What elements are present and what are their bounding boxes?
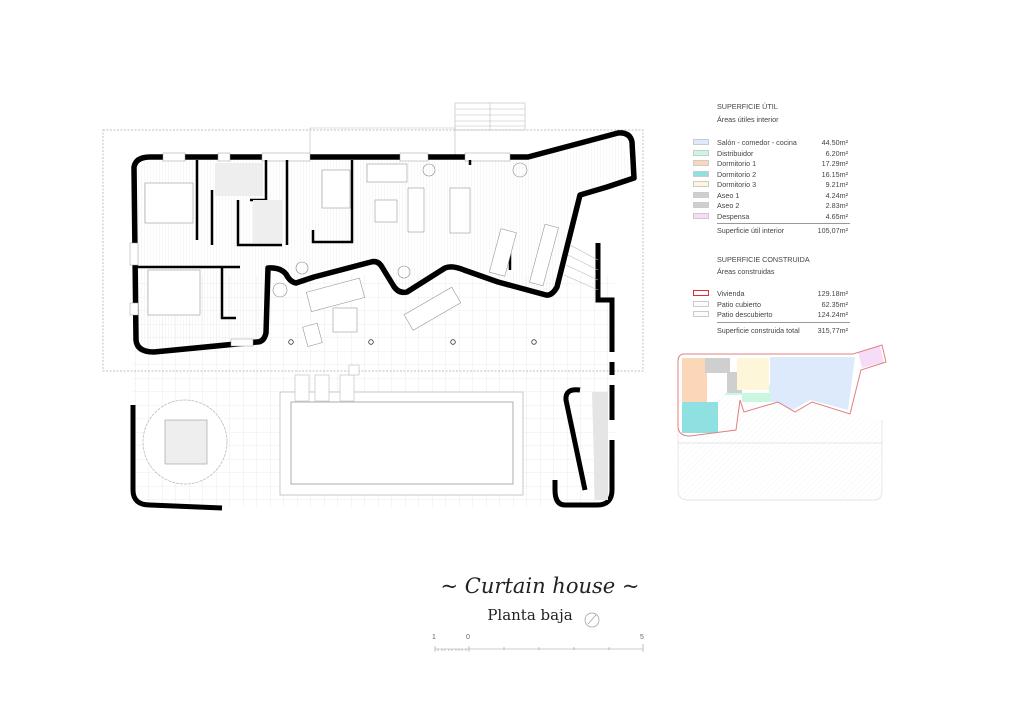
legend-label: Distribuidor <box>717 148 754 158</box>
entrance-steps <box>309 102 526 157</box>
legend-row: Salón - comedor - cocina 44.50m² <box>690 138 850 147</box>
legend-label: Aseo 2 <box>717 201 740 210</box>
east-wall <box>595 243 615 375</box>
useful-area-heading: SUPERFICIE ÚTIL <box>717 102 778 111</box>
legend-value: 44.50m² <box>821 138 848 147</box>
outbuilding-walls <box>552 385 615 508</box>
north-arrow-icon <box>584 612 600 628</box>
legend-label: Patio cubierto <box>717 299 761 309</box>
legend-value: 62.35m² <box>821 299 848 309</box>
legend-value: 6.20m² <box>825 148 848 158</box>
outbuilding-service <box>592 392 608 500</box>
legend-label: Salón - comedor - cocina <box>717 138 797 147</box>
bathroom-1-floor <box>215 163 263 196</box>
built-area-heading: SUPERFICIE CONSTRUIDA <box>717 255 810 264</box>
legend-row: Patio cubierto 62.35m² <box>690 300 850 309</box>
useful-area-subheading: Áreas útiles interior <box>717 115 779 124</box>
legend-value: 9.21m² <box>825 180 848 189</box>
key-plan <box>677 344 887 501</box>
legend-row: Distribuidor 6.20m² <box>690 149 850 158</box>
legend-label: Aseo 1 <box>717 190 740 200</box>
legend-row: Despensa 4.65m² <box>690 212 850 221</box>
legend-value: 4.24m² <box>825 190 848 200</box>
windows <box>129 152 511 347</box>
legend-label: Despensa <box>717 211 750 221</box>
legend-divider <box>717 223 850 224</box>
legend-row: Patio descubierto 124.24m² <box>690 310 850 319</box>
legend-row: Dormitorio 2 16.15m² <box>690 170 850 179</box>
legend-value: 4.65m² <box>825 211 848 221</box>
legend-row: Vivienda 129.18m² <box>690 289 850 298</box>
legend-label: Dormitorio 3 <box>717 180 757 189</box>
scale-label-1: 1 <box>432 634 436 641</box>
legend-label: Patio descubierto <box>717 310 773 319</box>
legend-row: Dormitorio 3 9.21m² <box>690 180 850 189</box>
house-walls <box>131 130 637 355</box>
legend-row: Dormitorio 1 17.29m² <box>690 159 850 168</box>
legend-value: 124.24m² <box>817 310 848 319</box>
pool <box>290 401 514 485</box>
total-value: 105,07m² <box>817 226 848 235</box>
columns <box>288 339 537 345</box>
bathroom-2-floor <box>253 200 283 243</box>
total-value: 315,77m² <box>817 326 848 335</box>
built-area-subheading: Áreas construidas <box>717 267 775 276</box>
roof-outline <box>102 129 644 372</box>
drawing-title: ~ Curtain house ~ <box>440 574 640 598</box>
side-steps <box>563 244 599 291</box>
legend-row: Aseo 1 4.24m² <box>690 191 850 200</box>
total-label: Superficie útil interior <box>717 226 785 235</box>
legend-value: 17.29m² <box>821 159 848 168</box>
furniture <box>144 163 559 347</box>
legend-label: Dormitorio 1 <box>717 159 757 168</box>
legend-label: Dormitorio 2 <box>717 169 757 179</box>
legend-total-row: Superficie construida total 315,77m² <box>690 326 850 335</box>
sun-loungers <box>294 364 360 402</box>
scale-bar <box>434 644 644 652</box>
legend-row: Aseo 2 2.83m² <box>690 201 850 210</box>
drawing-subtitle: Planta baja <box>487 606 573 624</box>
plants <box>272 162 528 298</box>
total-label: Superficie construida total <box>717 326 800 335</box>
legend-value: 2.83m² <box>825 201 848 210</box>
courtyard-wall <box>130 405 223 511</box>
legend-label: Vivienda <box>717 289 745 298</box>
legend-value: 16.15m² <box>821 169 848 179</box>
legend-value: 129.18m² <box>817 289 848 298</box>
legend-total-row: Superficie útil interior 105,07m² <box>690 226 850 235</box>
legend-divider <box>717 322 850 323</box>
scale-label-5: 5 <box>640 634 644 641</box>
scale-label-0: 0 <box>466 634 470 641</box>
tree <box>142 399 228 485</box>
